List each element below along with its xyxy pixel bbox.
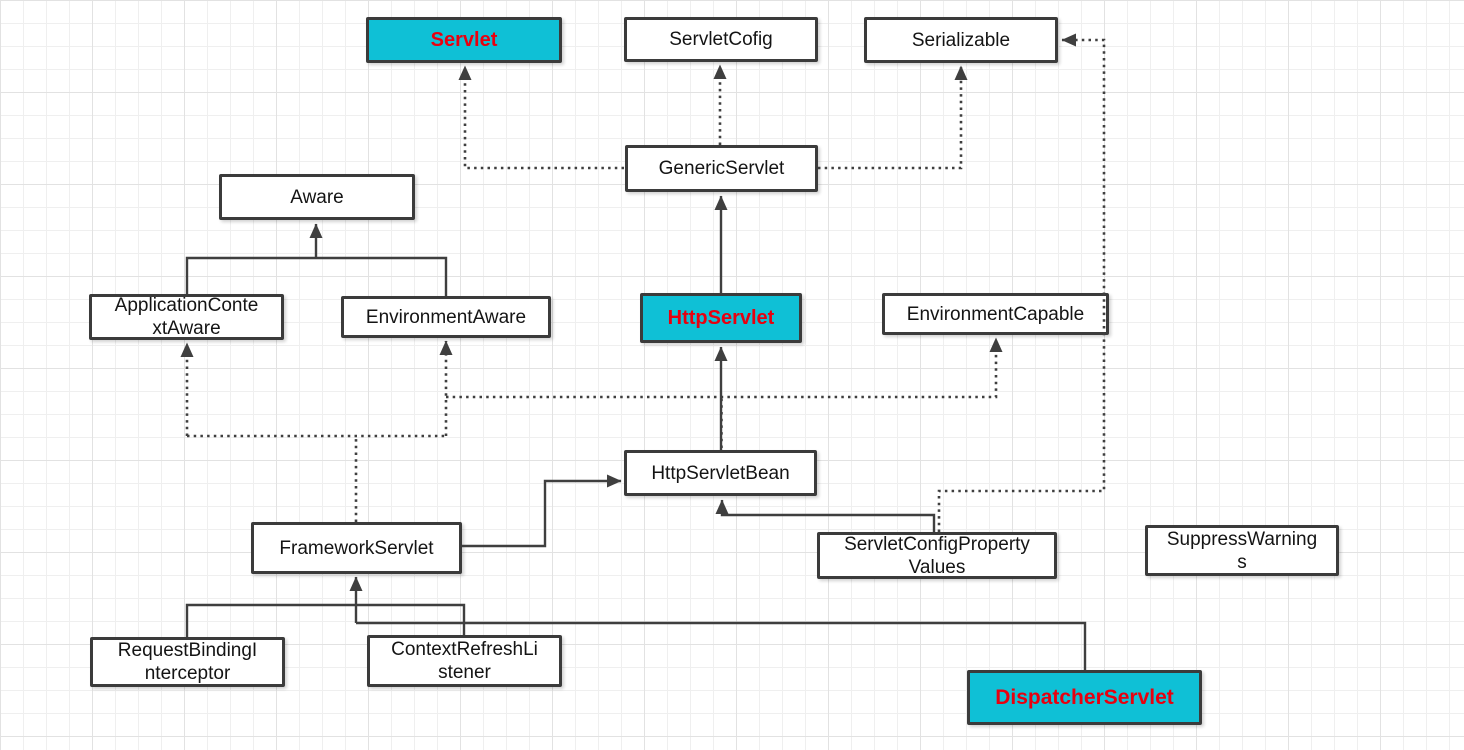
edge-genericservlet-servlet[interactable] (458, 65, 624, 170)
edge-frameworkservlet-subclass-tree[interactable] (185, 603, 466, 637)
node-genericservlet[interactable]: GenericServlet (625, 145, 818, 192)
edge-httpservletbean-environmentcapable[interactable] (446, 337, 1003, 399)
node-httpservlet[interactable]: HttpServlet (640, 293, 802, 343)
node-dispatcherservlet[interactable]: DispatcherServlet (967, 670, 1202, 725)
edge-aware-subclass-tree[interactable] (185, 256, 448, 296)
node-serializable[interactable]: Serializable (864, 17, 1058, 63)
node-applicationcontextaware[interactable]: ApplicationConte xtAware (89, 294, 284, 340)
node-requestbindinginterceptor[interactable]: RequestBindingI nterceptor (90, 637, 285, 687)
node-servletconfigpropertyvalues[interactable]: ServletConfigProperty Values (817, 532, 1057, 579)
edge-servletconfigpropertyvalues-httpservletbean[interactable] (715, 499, 936, 532)
node-servletcofig[interactable]: ServletCofig (624, 17, 818, 62)
node-contextrefreshlistener[interactable]: ContextRefreshLi stener (367, 635, 562, 687)
edge-genericservlet-serializable[interactable] (818, 65, 968, 170)
node-suppresswarnings[interactable]: SuppressWarning s (1145, 525, 1339, 576)
node-environmentaware[interactable]: EnvironmentAware (341, 296, 551, 338)
node-environmentcapable[interactable]: EnvironmentCapable (882, 293, 1109, 335)
node-frameworkservlet[interactable]: FrameworkServlet (251, 522, 462, 574)
node-servlet[interactable]: Servlet (366, 17, 562, 63)
edge-frameworkservlet-httpservletbean[interactable] (462, 474, 622, 548)
edge-servletconfigpropertyvalues-serializable[interactable] (937, 33, 1106, 532)
node-httpservletbean[interactable]: HttpServletBean (624, 450, 817, 496)
node-aware[interactable]: Aware (219, 174, 415, 220)
